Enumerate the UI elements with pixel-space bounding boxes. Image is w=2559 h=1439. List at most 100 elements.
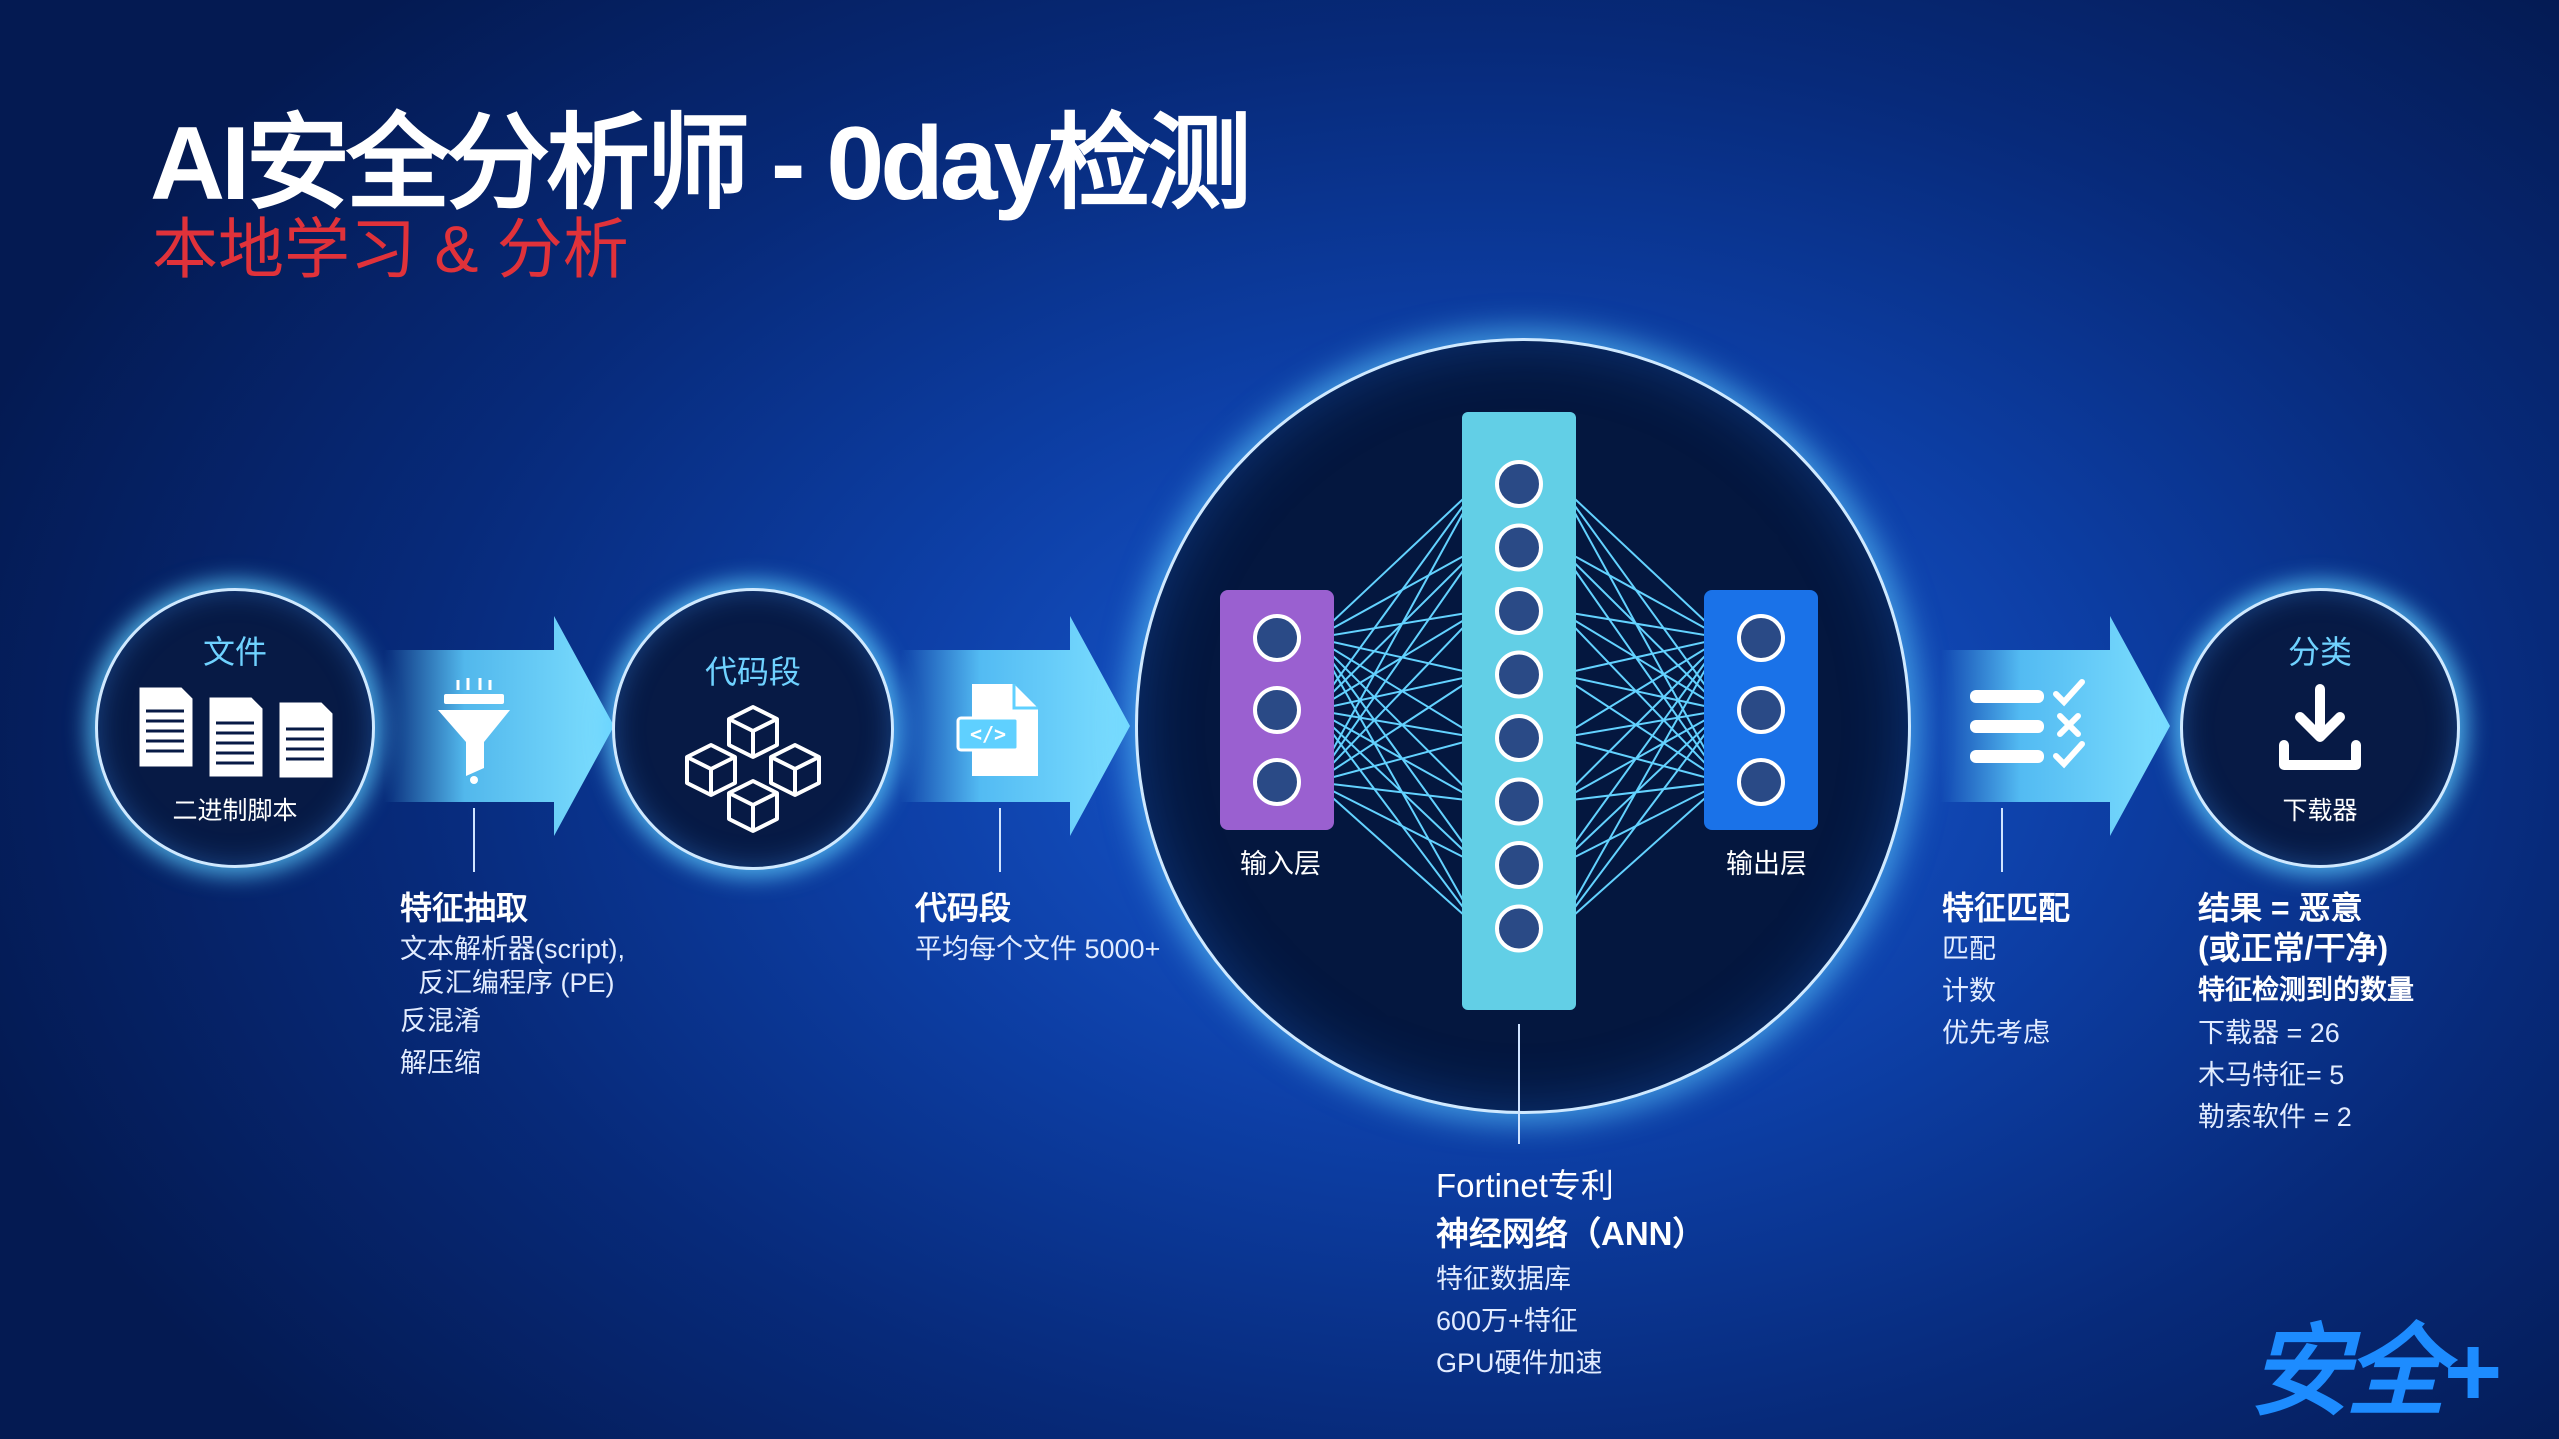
input-neuron [1253,686,1301,734]
code-segment-block: 代码段 平均每个文件 5000+ [915,888,1160,966]
network-connection [1558,483,1724,783]
network-connection [1314,546,1480,711]
code-file-icon: </> [956,684,1038,776]
code-segment-heading: 代码段 [915,890,1012,926]
output-neuron [1737,758,1785,806]
network-connection [1314,637,1480,866]
hidden-neuron [1495,904,1543,953]
network-connection [1314,546,1480,639]
feature-extract-block: 特征抽取 文本解析器(script), 反汇编程序 (PE) 反混淆 解压缩 [400,888,625,1084]
feature-match-line: 计数 [1942,976,1996,1006]
cubes-icon [685,705,821,833]
network-connection [1558,737,1724,783]
network-connection [1558,637,1724,676]
input-neuron [1253,614,1301,662]
documents-icon [136,684,336,781]
hidden-neuron [1495,587,1543,635]
result-line: 下载器 = 26 [2198,1018,2340,1048]
output-layer-label: 输出层 [1726,849,1807,879]
network-connection [1314,709,1480,866]
network-connection [1558,637,1724,929]
feature-match-heading: 特征匹配 [1942,890,2071,926]
flow-arrow-3 [1940,616,2170,836]
file-node-caption: 二进制脚本 [172,797,298,825]
ann-line: 特征数据库 [1436,1264,1571,1294]
feature-extract-heading: 特征抽取 [400,890,529,926]
code-node-title: 代码段 [704,654,801,690]
ann-heading-1: Fortinet专利 [1436,1167,1614,1204]
network-connection [1314,637,1480,803]
flow-arrow-1 [384,616,614,836]
hidden-neuron [1495,460,1543,508]
network-connection [1314,709,1480,739]
connector-line [473,808,475,872]
network-connection [1558,483,1724,639]
network-connection [1558,673,1724,783]
network-connection [1558,709,1724,866]
svg-text:</>: </> [970,722,1006,746]
hidden-layer [1462,412,1576,1010]
input-layer-label: 输入层 [1240,849,1321,879]
classify-node-title: 分类 [2287,634,2352,670]
file-node-title: 文件 [202,634,267,670]
connector-line [2001,808,2003,872]
network-connection [1314,637,1480,929]
input-neuron [1253,758,1301,806]
neural-network-diagram [1220,412,1818,1010]
network-connection [1314,637,1480,739]
download-icon [2279,684,2361,770]
classify-node: 分类 下载器 [2180,588,2460,868]
network-connection [1314,709,1480,803]
network-connection [1314,483,1480,783]
hidden-neuron [1495,777,1543,826]
funnel-icon [438,678,510,784]
network-connection [1558,610,1724,711]
network-connection [1314,781,1480,930]
hidden-neuron [1495,650,1543,699]
code-node: 代码段 [612,588,894,870]
feature-extract-line: 解压缩 [400,1048,481,1078]
network-connection [1558,709,1724,803]
network-connection [1314,610,1480,639]
network-connection [1314,673,1480,783]
hidden-neuron [1495,523,1543,572]
network-connection [1314,637,1480,676]
result-block: 结果 = 恶意 (或正常/干净) 特征检测到的数量 下载器 = 26 木马特征=… [2198,888,2414,1138]
page-title: AI安全分析师 - 0day检测 [150,106,1251,222]
connector-line [1518,1024,1520,1144]
checklist-icon [1970,679,2085,769]
feature-extract-line: 文本解析器(script), [400,934,625,964]
network-connection [1558,546,1724,711]
network-connection [1314,546,1480,783]
network-connection [1558,610,1724,639]
result-heading-3: 特征检测到的数量 [2198,975,2414,1005]
feature-extract-line: 反混淆 [400,1006,481,1036]
network-connection [1558,637,1724,866]
network-connection [1558,546,1724,639]
ann-line: 600万+特征 [1436,1306,1578,1336]
ann-line: GPU硬件加速 [1436,1348,1603,1378]
feature-extract-line: 反汇编程序 (PE) [418,968,615,998]
network-connection [1314,709,1480,930]
hidden-neuron [1495,841,1543,889]
network-connection [1314,781,1480,803]
feature-match-line: 匹配 [1942,934,1996,964]
feature-match-line: 优先考虑 [1942,1018,2050,1048]
network-connection [1558,781,1724,930]
network-connection [1314,781,1480,866]
code-segment-line: 平均每个文件 5000+ [915,934,1161,964]
result-line: 勒索软件 = 2 [2198,1102,2352,1132]
network-connection [1558,546,1724,783]
feature-match-block: 特征匹配 匹配 计数 优先考虑 [1942,888,2070,1054]
network-connection [1314,483,1480,711]
ann-heading-2: 神经网络（ANN） [1436,1215,1706,1252]
result-heading-1: 结果 = 恶意 [2198,890,2363,926]
file-node: 文件 二进制脚本 [95,588,375,868]
hidden-neuron [1495,714,1543,762]
network-connection [1314,483,1480,639]
ann-block: Fortinet专利 神经网络（ANN） 特征数据库 600万+特征 GPU硬件… [1436,1162,1706,1384]
network-connection [1314,610,1480,783]
network-connection [1558,673,1724,711]
network-connection [1558,610,1724,783]
network-connection [1558,781,1724,803]
